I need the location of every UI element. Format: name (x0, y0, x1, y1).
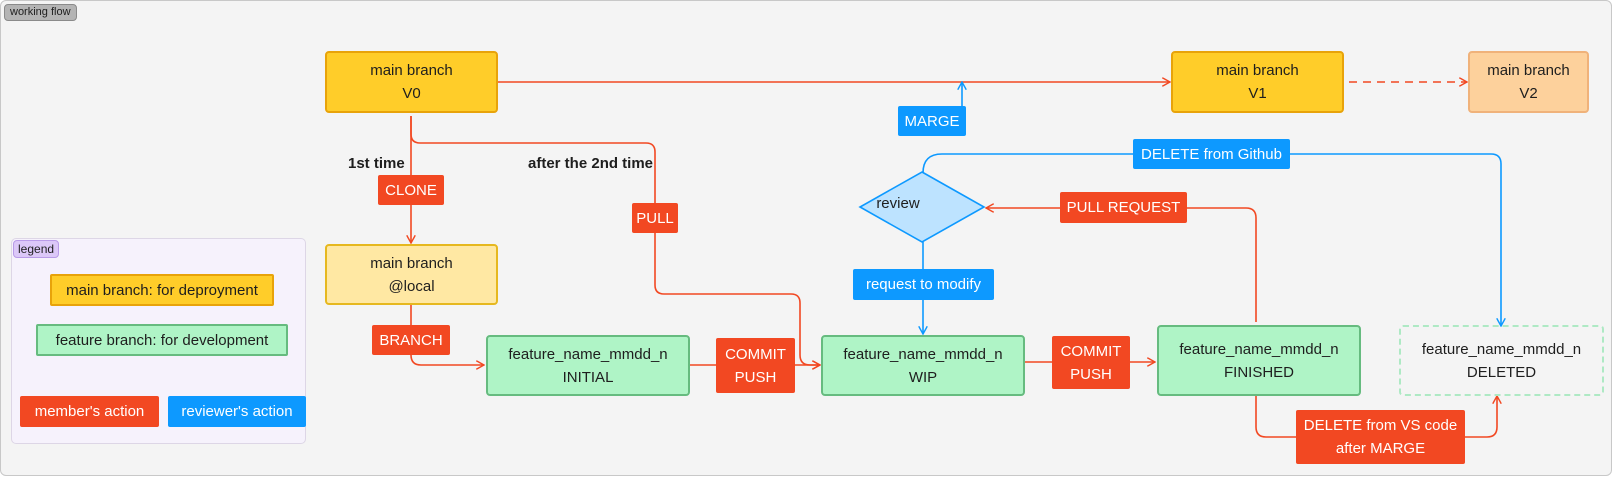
action-line: COMMIT (1060, 342, 1122, 360)
section-title: working flow (4, 4, 77, 21)
first-time-label: 1st time (348, 155, 405, 172)
action-line: COMMIT (725, 345, 786, 363)
node-subtitle: @local (388, 277, 435, 295)
node-title: feature_name_mmdd_n (508, 345, 668, 363)
review-diamond (858, 171, 986, 243)
legend-feature-label: feature branch: for development (55, 331, 269, 349)
marge-action[interactable]: MARGE (898, 106, 966, 136)
feature-branch-initial[interactable]: feature_name_mmdd_n INITIAL (486, 335, 690, 396)
node-subtitle: V2 (1519, 85, 1538, 102)
legend-member-action: member's action (20, 396, 159, 427)
main-branch-local[interactable]: main branch @local (325, 244, 498, 305)
main-branch-v1[interactable]: main branch V1 (1171, 51, 1344, 113)
review-node-label[interactable]: review (876, 194, 920, 212)
action-line: DELETE from VS code (1303, 417, 1458, 434)
node-title: main branch (1216, 62, 1299, 79)
legend-title: legend (13, 240, 60, 258)
main-branch-v0[interactable]: main branch V0 (325, 51, 498, 113)
node-subtitle: WIP (908, 368, 938, 386)
action-line: PUSH (734, 368, 777, 386)
commit-push-action-2[interactable]: COMMIT PUSH (1052, 336, 1130, 389)
pull-request-action[interactable]: PULL REQUEST (1060, 192, 1187, 223)
edge-delete-github (922, 153, 1501, 326)
delete-vscode-action[interactable]: DELETE from VS code after MARGE (1296, 410, 1465, 464)
legend-main-label: main branch: for deproyment (66, 281, 258, 299)
edge-branch (410, 305, 484, 365)
action-line: after MARGE (1335, 440, 1426, 457)
node-subtitle: V1 (1248, 85, 1267, 102)
request-modify-action[interactable]: request to modify (853, 269, 994, 300)
node-subtitle: FINISHED (1223, 363, 1294, 381)
node-subtitle: V0 (402, 85, 421, 102)
delete-github-action[interactable]: DELETE from Github (1133, 139, 1290, 169)
node-title: main branch (1487, 62, 1570, 79)
branch-action[interactable]: BRANCH (372, 325, 450, 355)
commit-push-action-1[interactable]: COMMIT PUSH (716, 338, 795, 393)
node-title: feature_name_mmdd_n (1421, 340, 1582, 358)
main-branch-v2[interactable]: main branch V2 (1468, 51, 1589, 113)
node-title: main branch (370, 254, 453, 272)
legend-feature-branch: feature branch: for development (36, 324, 288, 356)
after-second-time-label: after the 2nd time (528, 155, 654, 172)
feature-branch-wip[interactable]: feature_name_mmdd_n WIP (821, 335, 1025, 396)
node-title: feature_name_mmdd_n (1179, 340, 1339, 358)
feature-branch-finished[interactable]: feature_name_mmdd_n FINISHED (1157, 325, 1361, 396)
legend-reviewer-action: reviewer's action (168, 396, 306, 427)
pull-action[interactable]: PULL (632, 203, 678, 233)
node-subtitle: DELETED (1466, 363, 1537, 381)
node-title: feature_name_mmdd_n (843, 345, 1003, 363)
clone-action[interactable]: CLONE (378, 175, 444, 205)
node-subtitle: INITIAL (562, 368, 614, 386)
feature-branch-deleted[interactable]: feature_name_mmdd_n DELETED (1399, 325, 1604, 396)
legend-main-branch: main branch: for deproyment (50, 274, 274, 306)
edge-pull-request (986, 208, 1257, 322)
action-line: PUSH (1070, 365, 1112, 383)
edge-pull (410, 116, 820, 365)
node-title: main branch (370, 62, 453, 79)
